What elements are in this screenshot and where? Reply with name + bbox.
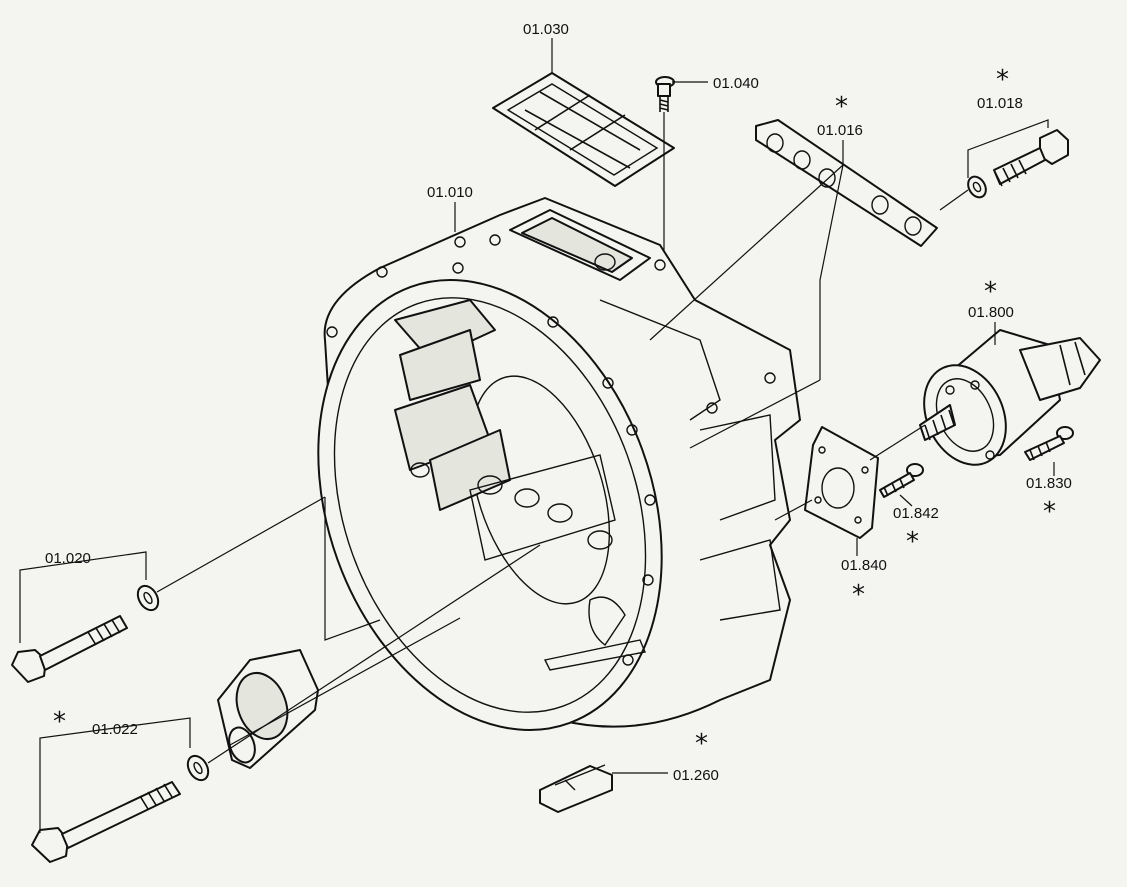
label-01022: 01.022 [92,721,138,738]
label-01030: 01.030 [523,21,569,38]
label-01010: 01.010 [427,184,473,201]
gasket-bolt [967,129,1069,199]
marker-01830: * [1043,497,1056,527]
marker-01842: * [906,527,919,557]
marker-01840: * [852,580,865,610]
mount-bracket [217,649,319,769]
label-01260: 01.260 [673,767,719,784]
plate-screw [879,463,924,498]
gasket-strip [755,119,938,247]
cover-screw [655,76,675,112]
bolt-lower [31,754,210,863]
option-markers: * * * * * * * * [53,65,1056,759]
label-01016: 01.016 [817,122,863,139]
label-01830: 01.830 [1026,475,1072,492]
marker-01016: * [835,92,848,122]
marker-01260: * [695,729,708,759]
inspection-cover [492,72,675,187]
label-01018: 01.018 [977,95,1023,112]
bolt-upper [11,584,160,683]
label-01040: 01.040 [713,75,759,92]
marker-01022: * [53,707,66,737]
part-labels: 01.030 01.040 01.018 01.016 01.010 01.80… [45,21,1072,784]
starter-motor [919,329,1101,466]
marker-01800: * [984,277,997,307]
label-01840: 01.840 [841,557,887,574]
label-01800: 01.800 [968,304,1014,321]
starter-screw [1024,426,1074,461]
locating-pin [539,764,613,813]
leader-lines [19,38,1055,833]
marker-01018: * [996,65,1009,95]
label-01842: 01.842 [893,505,939,522]
clutch-housing [317,197,801,731]
label-01020: 01.020 [45,550,91,567]
adapter-plate [804,426,879,539]
